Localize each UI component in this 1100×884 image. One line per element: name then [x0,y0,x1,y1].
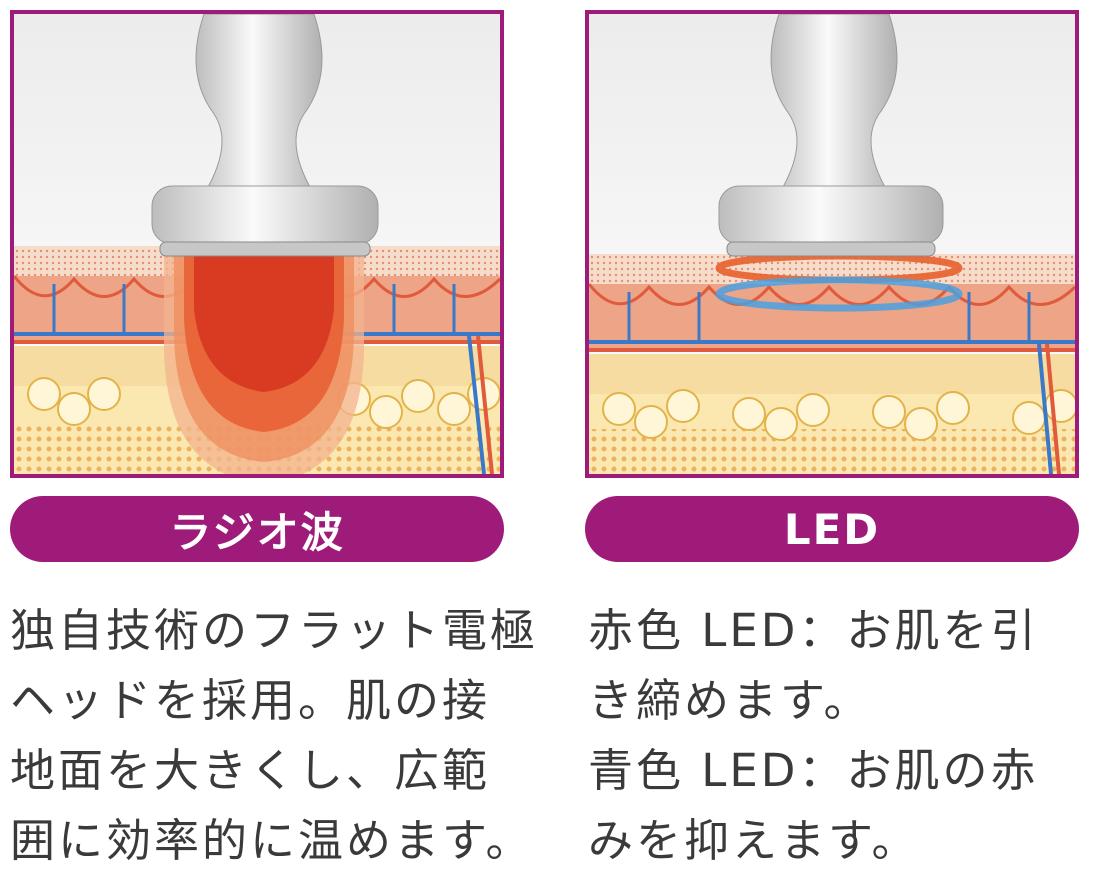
led-description-line: き締めます。 [588,674,872,727]
led-label: LED [585,496,1079,562]
rf-description-line: 独自技術のフラット電極 [10,604,539,657]
rf-description-line: 地面を大きくし、広範 [10,744,491,797]
rf-description: 独自技術のフラット電極 ヘッドを採用。肌の接 地面を大きくし、広範 囲に効率的に… [10,596,539,876]
led-description-line: みを抑えます。 [588,814,920,867]
rf-description-line: 囲に効率的に温めます。 [10,814,534,867]
rf-label: ラジオ波 [10,496,504,562]
rf-illustration [10,10,504,478]
led-description: 赤色 LED：お肌を引 き締めます。 青色 LED：お肌の赤 みを抑えます。 [588,596,1093,876]
led-illustration [585,10,1079,478]
led-description-line: 赤色 LED：お肌を引 [588,604,1039,657]
rf-description-line: ヘッドを採用。肌の接 [10,674,491,727]
led-description-line: 青色 LED：お肌の赤 [588,744,1039,797]
